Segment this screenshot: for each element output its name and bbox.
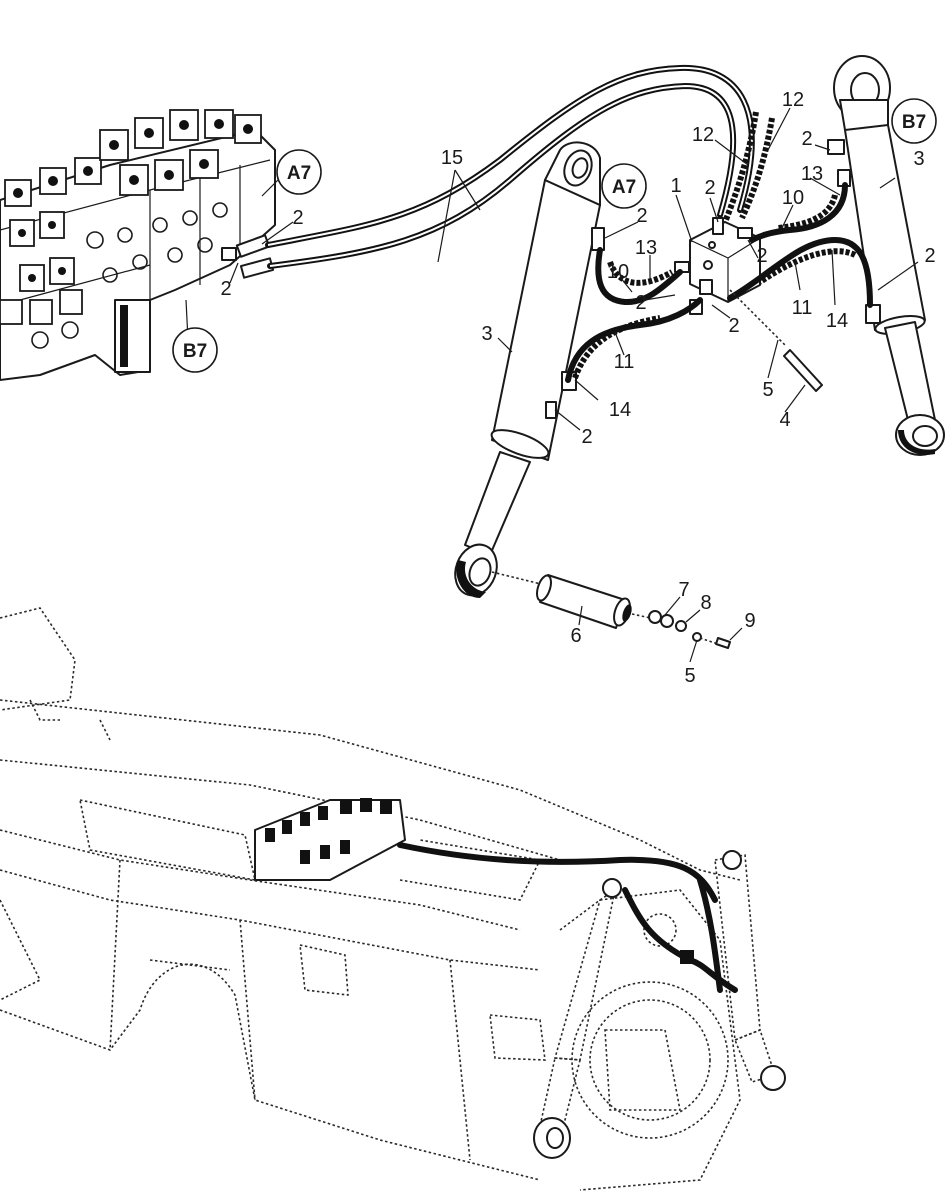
label-item-15: 15 [441, 147, 463, 169]
label-item-3-left: 3 [481, 323, 492, 345]
label-item-11-left: 11 [614, 351, 635, 373]
label-item-14-right: 14 [826, 310, 848, 332]
label-item-2-valve-upper: 2 [292, 207, 303, 229]
chassis-frame [0, 607, 786, 1191]
callout-a7-valve: A7 [276, 149, 322, 195]
label-item-2-block-top: 2 [704, 177, 715, 199]
label-item-12-right: 12 [782, 89, 804, 111]
label-item-2-valve-lower: 2 [220, 278, 231, 300]
label-item-2-right-cyl: 2 [924, 245, 935, 267]
leader-lines [185, 107, 919, 663]
label-item-5-pin: 5 [684, 665, 695, 687]
label-item-9: 9 [744, 610, 755, 632]
label-item-10-left: 10 [607, 261, 629, 283]
svg-text:A7: A7 [612, 177, 636, 198]
svg-text:B7: B7 [183, 341, 207, 362]
label-item-7: 7 [678, 579, 689, 601]
hose-pair-15 [265, 64, 755, 269]
label-item-11-right: 11 [792, 297, 813, 319]
label-item-10-right: 10 [782, 187, 804, 209]
label-item-14-left: 14 [609, 399, 631, 421]
label-item-2-right-top: 2 [801, 128, 812, 150]
label-item-13-left: 13 [635, 237, 657, 259]
label-item-1: 1 [670, 175, 681, 197]
callout-b7-cylinder: B7 [891, 98, 937, 144]
label-item-12-left: 12 [692, 124, 714, 146]
label-item-5-block: 5 [762, 379, 773, 401]
manifold-block [674, 217, 761, 315]
left-cylinder [454, 141, 605, 598]
label-item-4: 4 [779, 409, 790, 431]
label-item-2-block-mid: 2 [635, 292, 646, 314]
label-item-13-right: 13 [801, 163, 823, 185]
label-item-6: 6 [570, 625, 581, 647]
label-item-2-block-lower: 2 [728, 315, 739, 337]
right-cylinder [827, 55, 945, 456]
callout-b7-valve: B7 [172, 327, 218, 373]
label-item-2-block-right: 2 [756, 245, 767, 267]
right-cylinder-hoses [727, 182, 873, 308]
item-labels: 15 2 2 2 1 2 12 12 2 13 10 3 2 2 11 14 1… [220, 89, 935, 687]
hoses-12 [722, 111, 775, 224]
label-item-2-left-cyl-base: 2 [581, 426, 592, 448]
bolt-4 [729, 289, 823, 392]
pin-assembly [491, 571, 731, 649]
left-cylinder-hoses [565, 247, 703, 383]
svg-text:B7: B7 [902, 112, 926, 133]
label-item-3-right: 3 [913, 148, 924, 170]
label-item-8: 8 [700, 592, 711, 614]
label-item-2-block-top-left: 2 [636, 205, 647, 227]
control-valve-bank [0, 109, 276, 381]
callout-a7-cylinder: A7 [601, 163, 647, 209]
svg-text:A7: A7 [287, 163, 311, 184]
